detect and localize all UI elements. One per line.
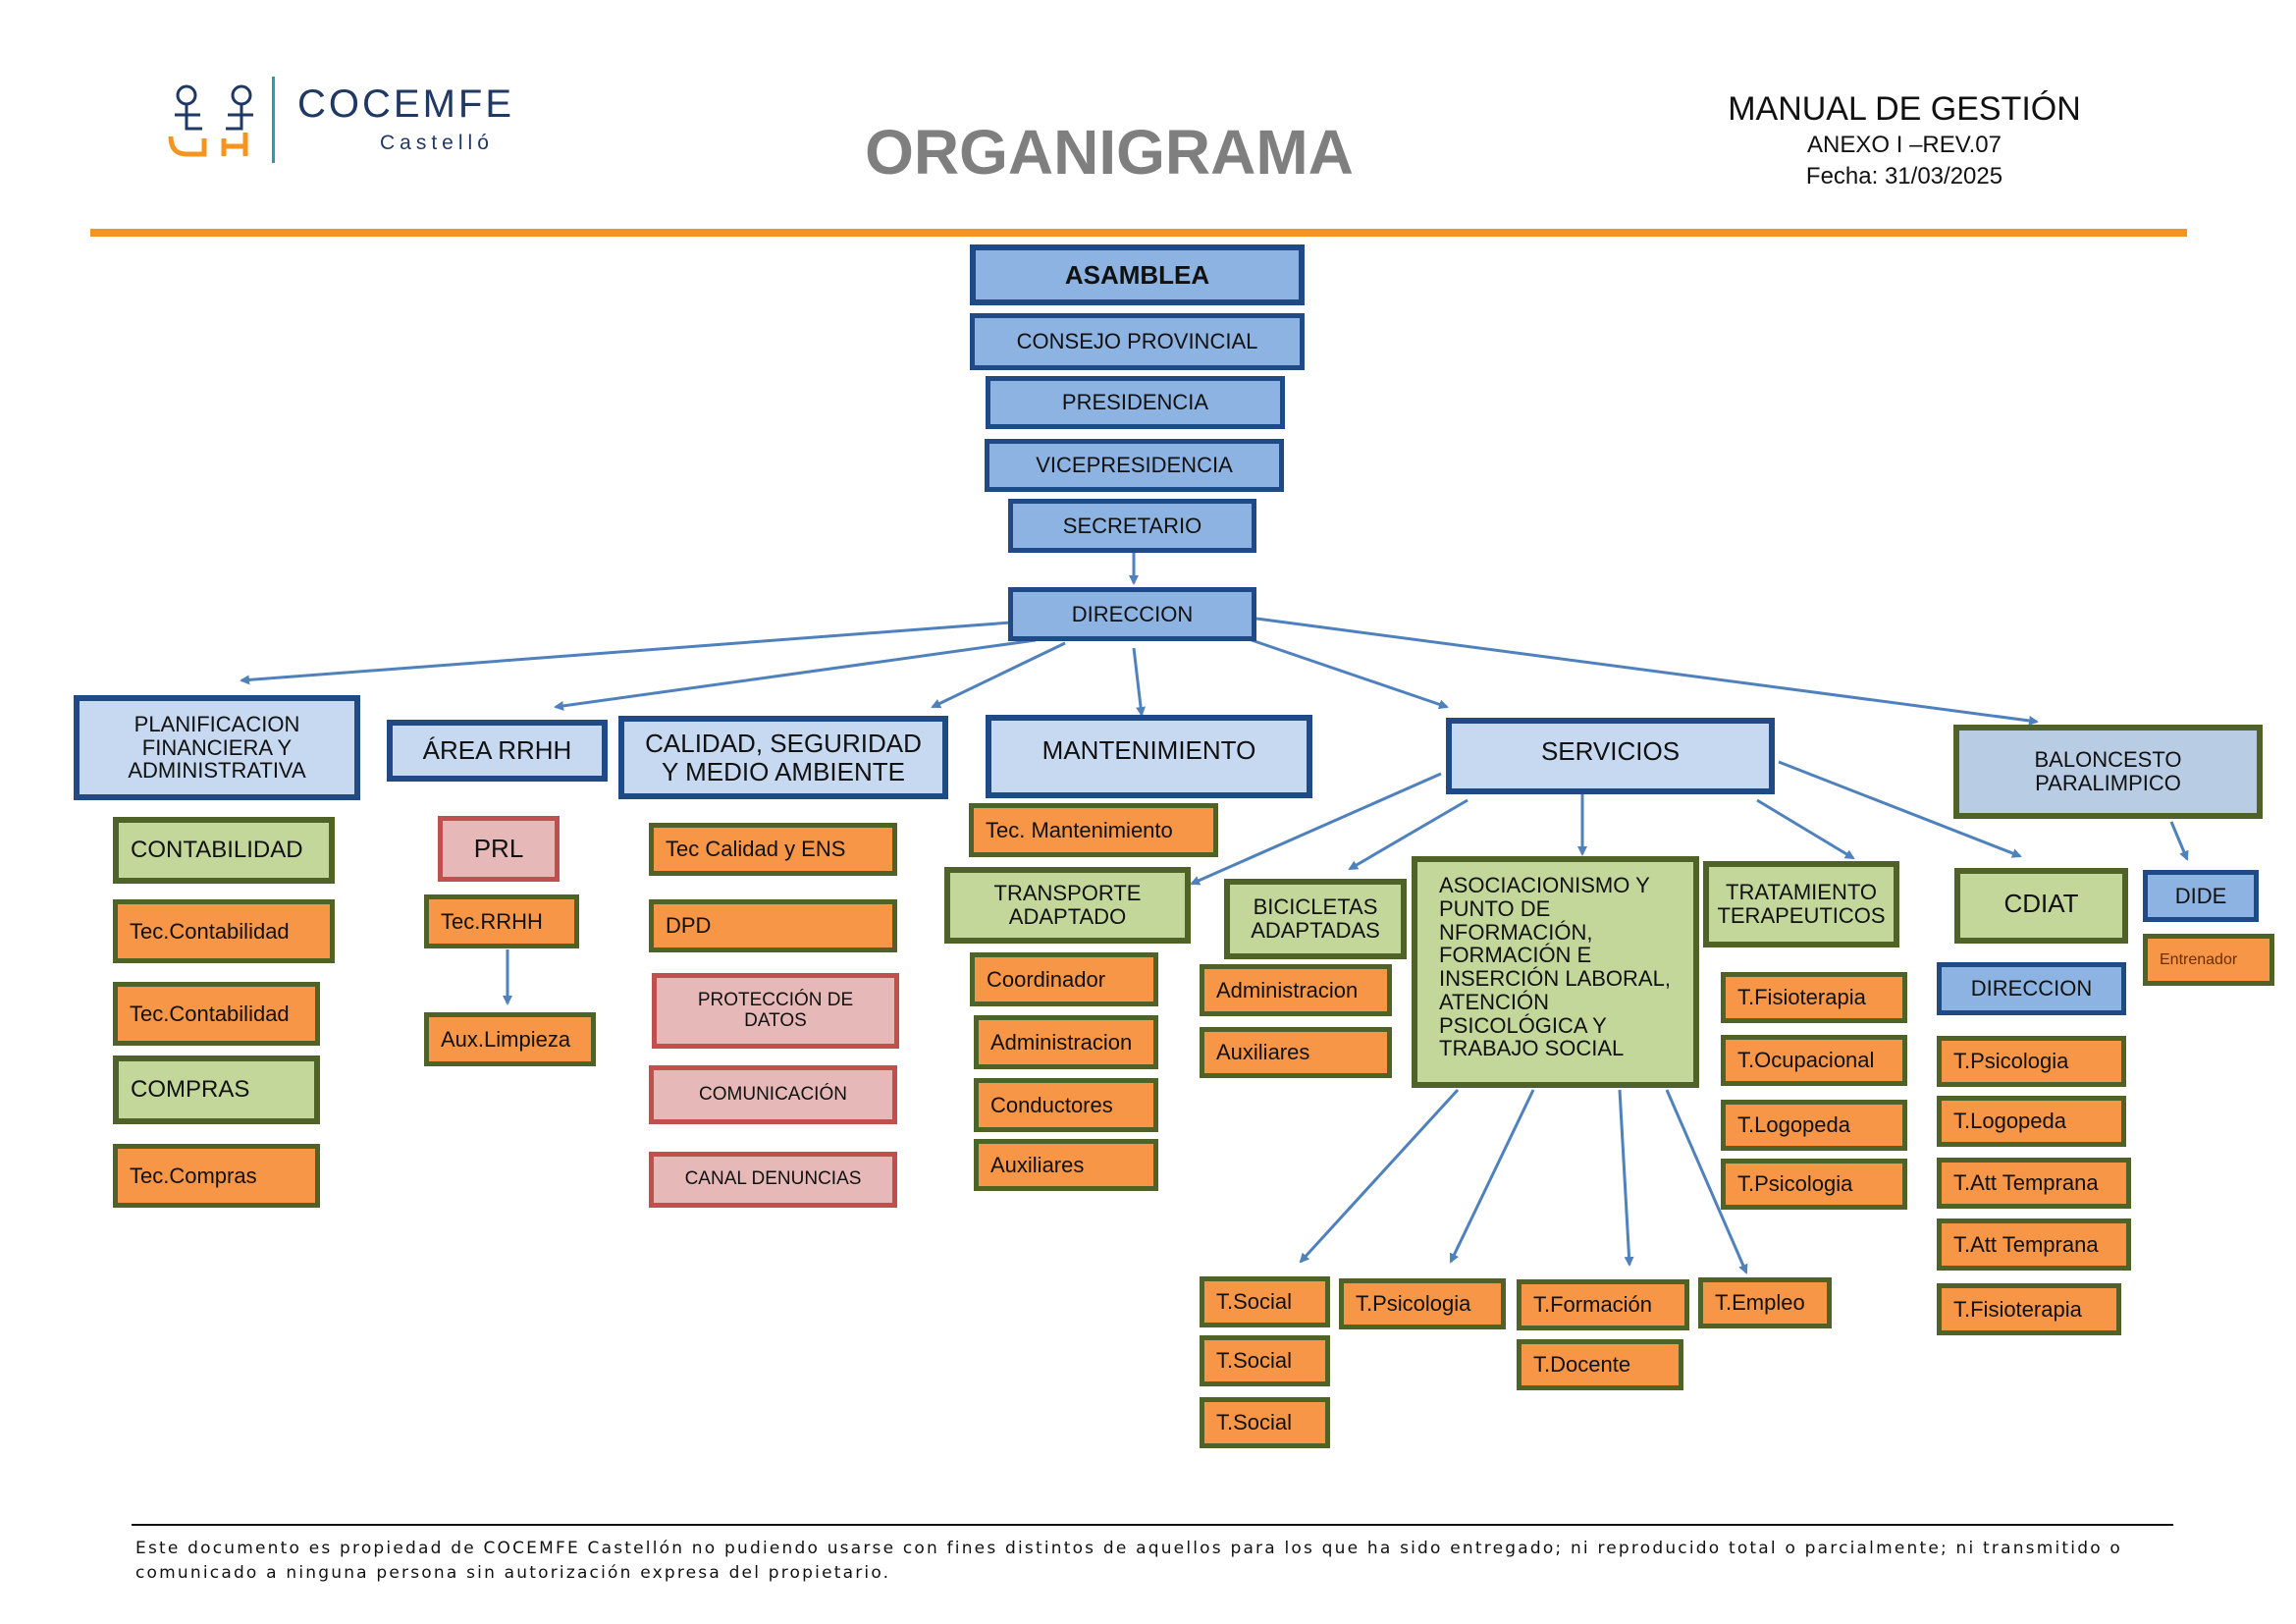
contabilidad-box: CONTABILIDAD <box>113 817 335 884</box>
prl-box: PRL <box>438 816 560 882</box>
logo-divider <box>272 77 275 163</box>
arrow-direccion-rrhh <box>554 638 1037 711</box>
baloncesto-box: BALONCESTO PARALIMPICO <box>1953 725 2263 819</box>
tec-calidad-box: Tec Calidad y ENS <box>649 823 897 876</box>
trabajo-social-box: T.Social <box>1200 1276 1330 1327</box>
aux-limpieza-box: Aux.Limpieza <box>424 1012 596 1066</box>
administracion-box: Administracion <box>974 1015 1158 1069</box>
atencion-temprana-box: T.Att Temprana <box>1937 1218 2131 1271</box>
logo-subname: Castelló <box>380 132 494 154</box>
dide-box: DIDE <box>2143 870 2259 922</box>
dpd-box: DPD <box>649 899 897 952</box>
auxiliares-box: Auxiliares <box>974 1139 1158 1191</box>
tratamiento-terapeuticos-box: TRATAMIENTO TERAPEUTICOS <box>1703 861 1899 947</box>
asociacionismo-box: ASOCIACIONISMO Y PUNTO DE NFORMACIÓN, FO… <box>1412 856 1699 1088</box>
logo: COCEMFE Castelló <box>162 77 511 165</box>
consejo-provincial-box: CONSEJO PROVINCIAL <box>970 313 1305 370</box>
arrow-direccion-planificacion <box>240 621 1012 685</box>
tec-contabilidad-box: Tec.Contabilidad <box>113 982 320 1046</box>
footer-rule <box>132 1524 2173 1526</box>
tec-contabilidad-box: Tec.Contabilidad <box>113 899 335 963</box>
arrow-baloncesto-dide <box>2169 821 2189 861</box>
cdiat-psicologia-box: T.Psicologia <box>1937 1036 2126 1087</box>
header-accent-line <box>90 229 2187 237</box>
annex-revision: ANEXO I –REV.07 <box>1807 132 2002 158</box>
document-date: Fecha: 31/03/2025 <box>1805 163 2003 189</box>
arrow-direccion-calidad <box>931 641 1066 709</box>
atencion-temprana-box: T.Att Temprana <box>1937 1158 2131 1209</box>
conductores-box: Conductores <box>974 1078 1158 1132</box>
presidencia-box: PRESIDENCIA <box>986 376 1285 429</box>
arrow-asoc-formacion <box>1618 1089 1634 1267</box>
psicologia-box: T.Psicologia <box>1339 1278 1506 1329</box>
auxiliares-box: Auxiliares <box>1200 1027 1392 1078</box>
arrow-servicios-transporte <box>1190 772 1442 886</box>
document-info: MANUAL DE GESTIÓN ANEXO I –REV.07 Fecha:… <box>1669 88 2140 192</box>
proteccion-datos-box: PROTECCIÓN DE DATOS <box>652 973 899 1049</box>
arrow-asoc-empleo <box>1665 1089 1748 1274</box>
cdiat-fisioterapia-box: T.Fisioterapia <box>1937 1283 2121 1335</box>
empleo-box: T.Empleo <box>1698 1277 1832 1328</box>
tec-rrhh-box: Tec.RRHH <box>424 894 579 948</box>
tec-mantenimiento-box: Tec. Mantenimiento <box>969 803 1218 857</box>
asamblea-box: ASAMBLEA <box>970 244 1305 305</box>
arrow-servicios-bicicletas <box>1348 798 1468 871</box>
calidad-box: CALIDAD, SEGURIDAD Y MEDIO AMBIENTE <box>618 716 948 799</box>
arrow-asoc-social <box>1299 1088 1460 1264</box>
fisioterapia-box: T.Fisioterapia <box>1721 972 1907 1023</box>
logo-name: COCEMFE <box>297 82 514 126</box>
docente-box: T.Docente <box>1517 1339 1683 1390</box>
formacion-box: T.Formación <box>1517 1279 1689 1330</box>
arrow-servicios-tratamiento <box>1756 798 1855 860</box>
arrow-direccion-servicios <box>1251 638 1449 710</box>
vicepresidencia-box: VICEPRESIDENCIA <box>985 439 1284 492</box>
mantenimiento-box: MANTENIMIENTO <box>986 715 1312 798</box>
transporte-adaptado-box: TRANSPORTE ADAPTADO <box>944 867 1191 944</box>
logopeda-box: T.Logopeda <box>1721 1100 1907 1151</box>
tec-compras-box: Tec.Compras <box>113 1144 320 1208</box>
arrow-asoc-psicologia <box>1449 1089 1535 1264</box>
planificacion-box: PLANIFICACION FINANCIERA Y ADMINISTRATIV… <box>74 695 360 800</box>
entrenador-box: Entrenador <box>2143 934 2274 986</box>
servicios-box: SERVICIOS <box>1446 718 1775 794</box>
canal-denuncias-box: CANAL DENUNCIAS <box>649 1152 897 1208</box>
rrhh-box: ÁREA RRHH <box>387 720 608 782</box>
manual-title: MANUAL DE GESTIÓN <box>1728 90 2081 128</box>
compras-box: COMPRAS <box>113 1056 320 1124</box>
comunicacion-box: COMUNICACIÓN <box>649 1065 897 1124</box>
people-icon <box>168 84 253 157</box>
arrow-direccion-mantenimiento <box>1132 647 1147 717</box>
secretario-box: SECRETARIO <box>1008 499 1256 553</box>
trabajo-social-box: T.Social <box>1200 1335 1330 1386</box>
cdiat-direccion-box: DIRECCION <box>1937 962 2126 1015</box>
bicicletas-adaptadas-box: BICICLETAS ADAPTADAS <box>1224 879 1407 959</box>
arrow-direccion-baloncesto <box>1255 617 2039 726</box>
cdiat-logopeda-box: T.Logopeda <box>1937 1096 2126 1147</box>
ocupacional-box: T.Ocupacional <box>1721 1035 1907 1086</box>
direccion-box: DIRECCION <box>1008 587 1256 641</box>
page-title: ORGANIGRAMA <box>865 117 1354 188</box>
cdiat-box: CDIAT <box>1954 868 2128 944</box>
arrow-servicios-cdiat <box>1778 760 2022 858</box>
trabajo-social-box: T.Social <box>1200 1397 1330 1448</box>
footer-disclaimer: Este documento es propiedad de COCEMFE C… <box>135 1539 2123 1583</box>
coordinador-box: Coordinador <box>970 952 1158 1006</box>
administracion-box: Administracion <box>1200 964 1392 1016</box>
psicologia-box: T.Psicologia <box>1721 1159 1907 1210</box>
